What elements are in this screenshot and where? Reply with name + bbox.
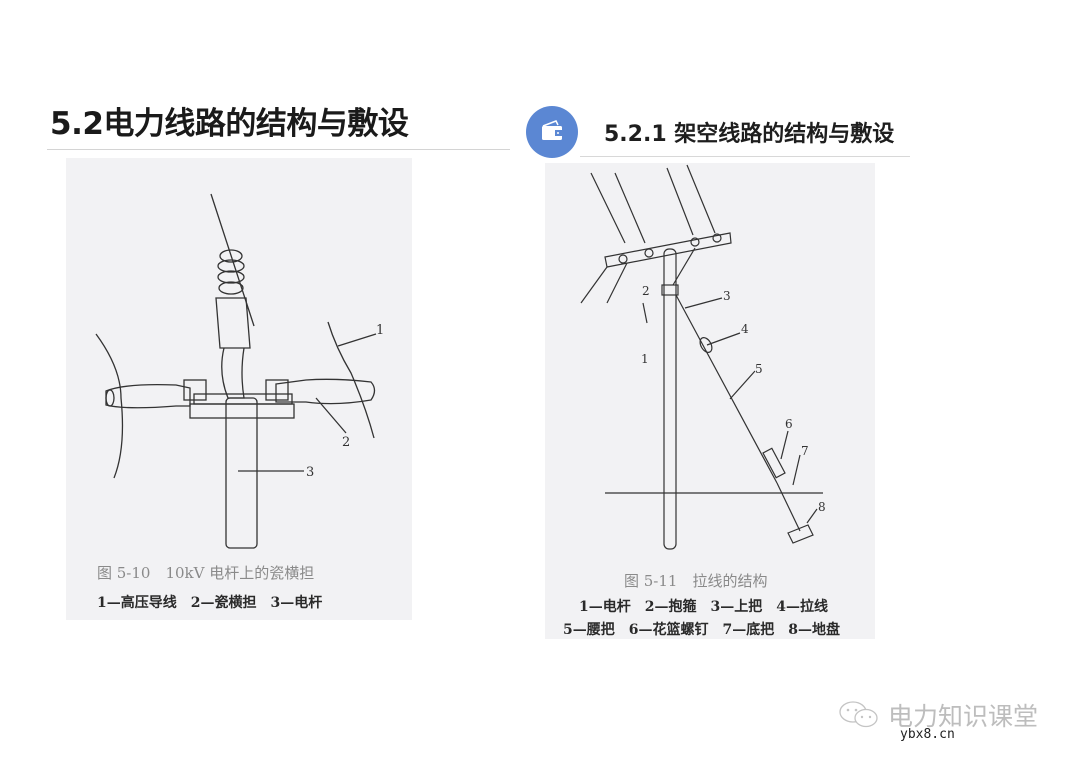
figure-left-legend: 1—高压导线 2—瓷横担 3—电杆: [97, 595, 323, 611]
label-1: 1: [641, 352, 649, 366]
figure-right-legend-line2: 5—腰把 6—花篮螺钉 7—底把 8—地盘: [563, 622, 840, 638]
label-3: 3: [723, 289, 731, 303]
wechat-icon: [839, 701, 878, 728]
figure-left-caption: 图 5-10 10kV 电杆上的瓷横担: [97, 564, 315, 582]
label-2: 2: [642, 284, 650, 298]
wallet-icon: [542, 120, 562, 140]
figure-right-caption: 图 5-11 拉线的结构: [624, 572, 768, 590]
label-4: 4: [741, 322, 749, 336]
label-5: 5: [755, 362, 763, 376]
figure-porcelain-crossarm: 1 2 3: [66, 158, 412, 620]
label-6: 6: [785, 417, 793, 431]
watermark: 电力知识课堂: [838, 697, 1038, 733]
section-divider: [580, 156, 910, 157]
guy-wire-diagram: 1 2 3 4 5 6 7 8: [580, 164, 826, 550]
figure-guy-wire: 1 2 3 4 5 6 7 8: [545, 163, 875, 639]
watermark-url: ybx8.cn: [900, 727, 955, 742]
figure-right-legend-line1: 1—电杆 2—抱箍 3—上把 4—拉线: [579, 599, 828, 615]
section-badge: [526, 106, 578, 158]
crossarm-diagram: 1 2 3: [95, 193, 384, 549]
label-7: 7: [801, 444, 809, 458]
label-3: 3: [306, 465, 314, 480]
main-title: 5.2电力线路的结构与敷设: [50, 106, 409, 142]
label-2: 2: [342, 435, 350, 450]
label-1: 1: [376, 323, 384, 338]
section-title: 5.2.1 架空线路的结构与敷设: [604, 122, 895, 147]
watermark-text: 电力知识课堂: [888, 702, 1039, 731]
label-8: 8: [818, 500, 826, 514]
title-divider: [47, 149, 510, 150]
